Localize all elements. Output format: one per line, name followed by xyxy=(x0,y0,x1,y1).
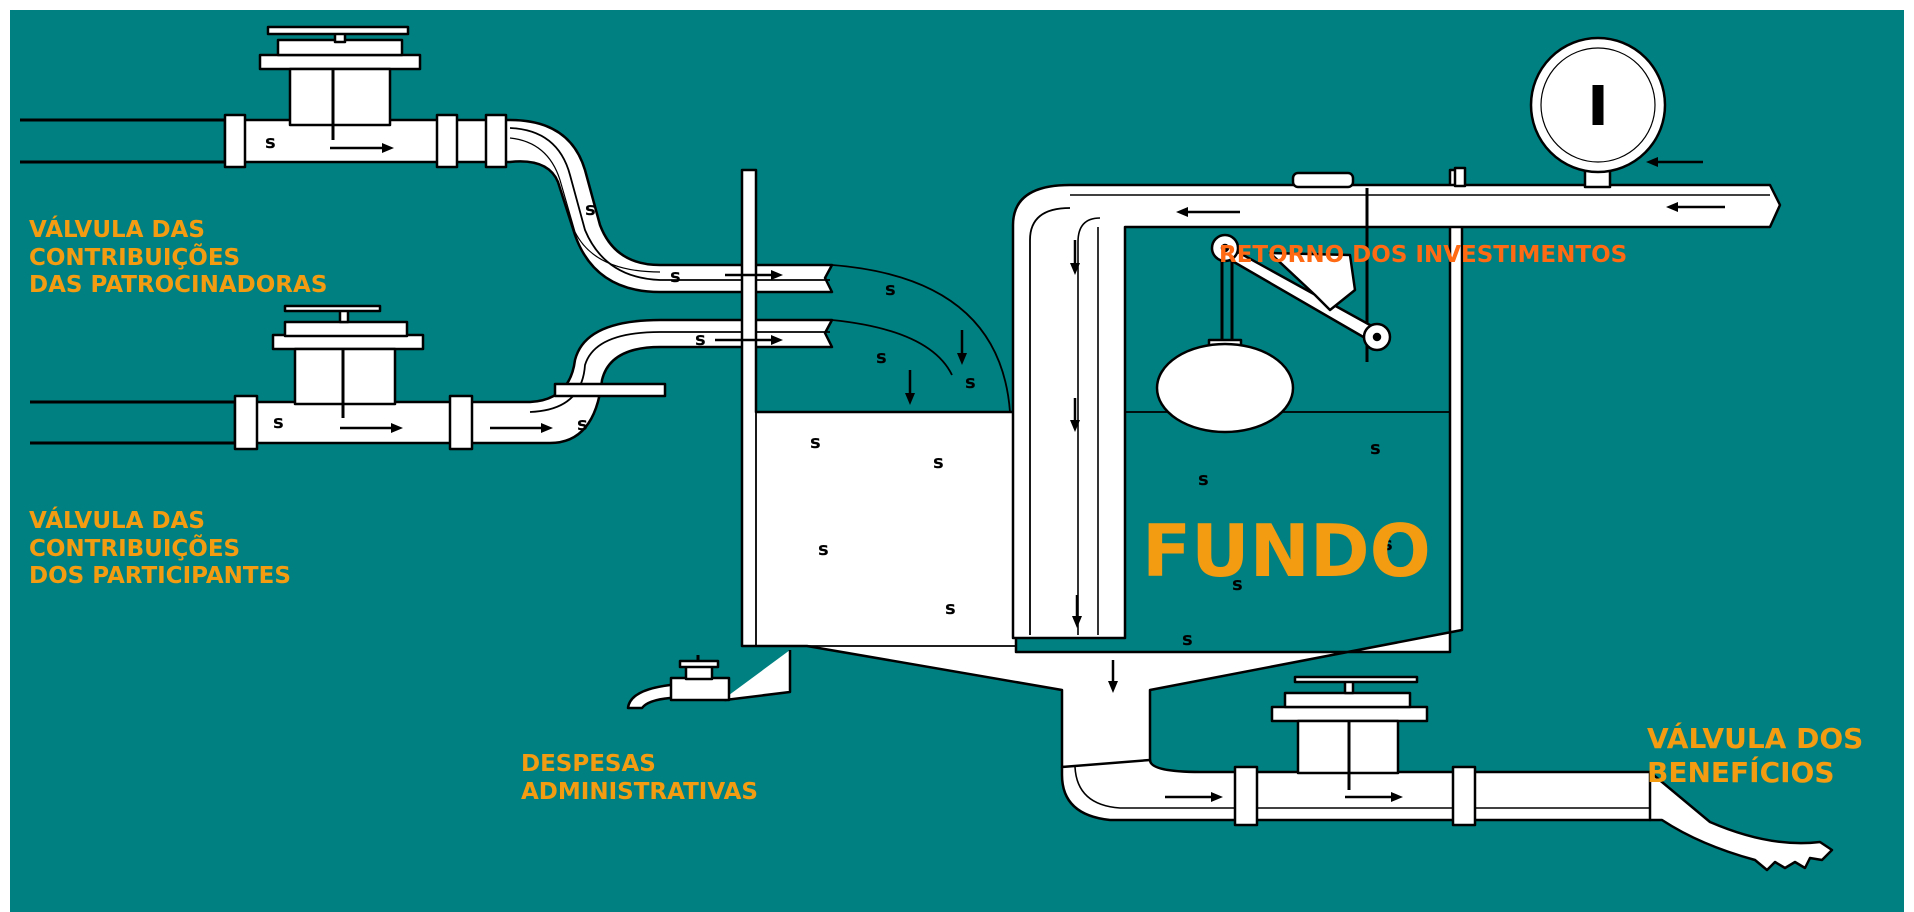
coin-symbol: s xyxy=(933,452,944,473)
coin-symbol: s xyxy=(1182,629,1193,650)
drain-tap xyxy=(626,650,792,710)
valve-participantes xyxy=(233,304,474,451)
label-line: CONTRIBUIÇÕES xyxy=(29,244,241,271)
label-line: DAS PATROCINADORAS xyxy=(29,272,328,299)
coin-symbol: s xyxy=(1232,574,1243,595)
diagram-stage: s s s s s s s s s s s s s s s s s s VÁLV… xyxy=(10,10,1904,912)
fund-diagram: s s s s s s s s s s s s s s s s s s xyxy=(10,10,1904,912)
coin-symbol: s xyxy=(1382,534,1393,555)
pipe-participantes xyxy=(30,318,834,445)
pressure-gauge xyxy=(1529,36,1667,174)
coin-symbol: s xyxy=(273,412,284,433)
label-line: DOS PARTICIPANTES xyxy=(29,563,291,590)
label-valvula-patrocinadoras: VÁLVULA DAS CONTRIBUIÇÕES DAS PATROCINAD… xyxy=(29,217,327,300)
coin-symbol: s xyxy=(695,329,706,350)
label-valvula-participantes: VÁLVULA DAS CONTRIBUIÇÕES DOS PARTICIPAN… xyxy=(29,508,291,591)
valve-patrocinadoras xyxy=(223,25,508,169)
coin-symbol: s xyxy=(1370,438,1381,459)
pipe-beneficios xyxy=(1060,758,1834,872)
coin-symbol: s xyxy=(670,266,681,287)
label-line: BENEFÍCIOS xyxy=(1647,755,1835,789)
coin-symbol: s xyxy=(577,414,588,435)
label-line: CONTRIBUIÇÕES xyxy=(29,535,241,562)
valve-beneficios xyxy=(1270,675,1429,790)
coin-symbol: s xyxy=(876,347,887,368)
coin-symbols: s s s s s s s s s s s s s s s s s s xyxy=(265,132,1393,650)
coin-symbol: s xyxy=(965,372,976,393)
coin-symbol: s xyxy=(818,539,829,560)
label-line: VÁLVULA DAS xyxy=(29,217,205,243)
coin-symbol: s xyxy=(810,432,821,453)
coin-symbol: s xyxy=(1198,469,1209,490)
label-despesas-administrativas: DESPESAS ADMINISTRATIVAS xyxy=(521,751,758,806)
coin-symbol: s xyxy=(885,279,896,300)
flow-arrows xyxy=(330,143,1725,802)
coin-symbol: s xyxy=(265,132,276,153)
label-line: VÁLVULA DAS xyxy=(29,508,205,534)
label-valvula-beneficios: VÁLVULA DOS BENEFÍCIOS xyxy=(1647,722,1863,789)
coin-symbol: s xyxy=(945,598,956,619)
float-mechanism xyxy=(1155,233,1392,434)
label-line: DESPESAS xyxy=(521,751,656,777)
label-line: ADMINISTRATIVAS xyxy=(521,778,758,805)
coin-symbol: s xyxy=(585,199,596,220)
label-fundo: FUNDO xyxy=(1142,509,1431,593)
label-retorno-investimentos: RETORNO DOS INVESTIMENTOS xyxy=(1219,242,1628,268)
label-line: VÁLVULA DOS xyxy=(1647,722,1864,755)
